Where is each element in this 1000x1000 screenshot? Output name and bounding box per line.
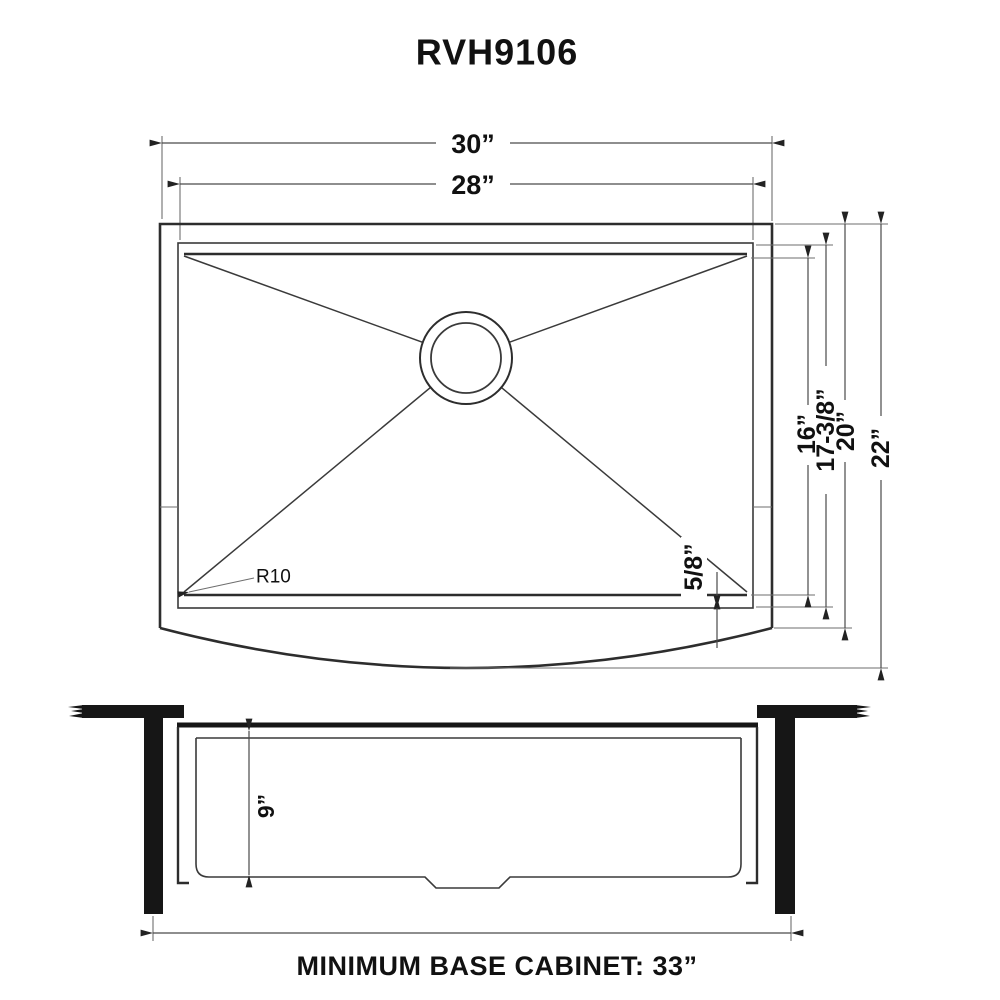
apron-wall-right (746, 727, 759, 885)
dim-label-outer-depth: 20” (832, 411, 860, 451)
dim-label-outer-width: 30” (451, 129, 495, 159)
depth-extension-lines (450, 223, 888, 669)
countertop-left (68, 705, 184, 718)
label-mask (832, 400, 859, 462)
cabinet-side-right (775, 718, 795, 914)
model-number-title: RVH9106 (416, 32, 578, 73)
radius-label: R10 (256, 567, 291, 588)
apron-front-curve (159, 626, 773, 670)
top-view: 30” 28” R10 5/8” (149, 129, 895, 681)
dim-label-inner-depth: 17-3/8” (812, 388, 840, 471)
sink-inner-rim (177, 242, 754, 609)
label-mask (681, 537, 707, 599)
label-mask (436, 170, 510, 199)
countertop-right (757, 705, 871, 718)
drain-inner-ring (430, 322, 502, 394)
sink-outer-edge (158, 222, 774, 628)
dim-label-basin-depth: 16” (793, 414, 821, 454)
basin-slope-lines (183, 255, 748, 593)
dim-label-total-depth: 22” (867, 428, 895, 468)
basin-section-profile (195, 738, 742, 889)
label-mask (436, 129, 510, 158)
front-view: 9” (68, 705, 871, 941)
apron-wall-left (176, 727, 189, 885)
dim-label-rim-offset: 5/8” (680, 543, 708, 590)
width-extension-lines (161, 136, 773, 240)
label-mask (253, 782, 279, 830)
dim-label-inner-width: 28” (451, 170, 495, 200)
cabinet-side-left (144, 718, 163, 914)
label-mask (867, 416, 894, 480)
radius-leader-line (177, 577, 255, 598)
cabinet-extension-lines (152, 916, 792, 941)
dim-label-bowl-depth: 9” (253, 794, 279, 818)
base-cabinet-note: MINIMUM BASE CABINET: 33” (296, 951, 697, 981)
